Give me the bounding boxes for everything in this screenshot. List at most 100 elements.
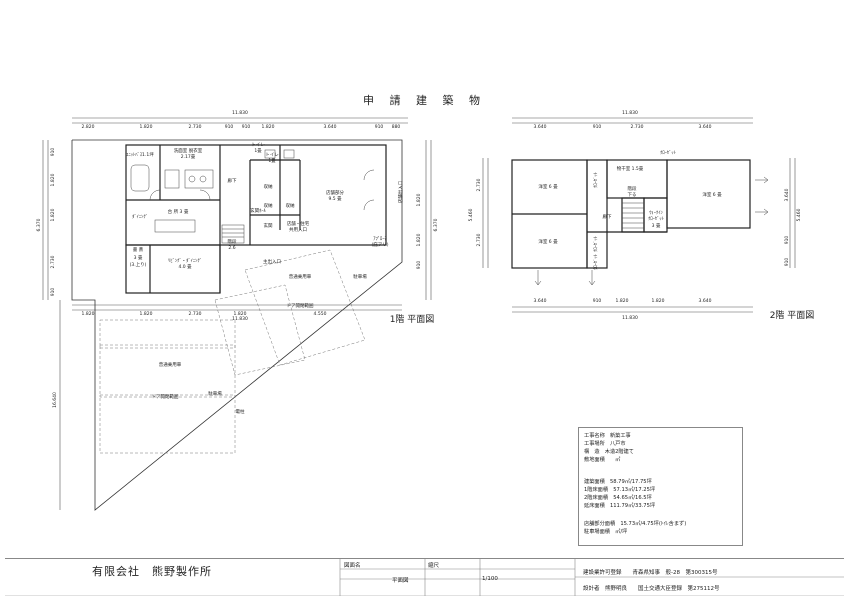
walkin-size: 3 畳 bbox=[652, 223, 661, 229]
parking2-label: 駐車場 bbox=[208, 390, 222, 397]
car1-outline bbox=[244, 249, 366, 366]
f2-top-dim: 2.730 bbox=[631, 124, 644, 130]
building-area: 建築面積 58.79㎡/17.75坪 bbox=[584, 479, 652, 485]
f2-corridor-label: 廊下 bbox=[603, 213, 612, 220]
shop-storage-label: 店舗・住宅 bbox=[287, 220, 310, 227]
car2-label: 普通乗用車 bbox=[159, 361, 182, 368]
storage2-label: 収納 bbox=[264, 202, 273, 209]
toilet1-size: 1畳 bbox=[254, 148, 262, 154]
f2-top-dim: 3.640 bbox=[699, 124, 712, 130]
kitchen-label: 台 所 3 畳 bbox=[168, 208, 189, 215]
f1-top-dim: 2.730 bbox=[189, 124, 202, 130]
f2-right-total: 5.460 bbox=[796, 208, 802, 221]
f2-left-total: 5.460 bbox=[468, 208, 474, 221]
study-label: 書 斎 bbox=[133, 246, 144, 253]
store-entrance-label: 店舗出入口 bbox=[397, 181, 404, 204]
f1-walls-main bbox=[125, 144, 387, 246]
scale-label: 縮尺 bbox=[428, 563, 440, 569]
f2-stairs-label: 階段 bbox=[628, 185, 637, 192]
floor2-label: 2階 平面図 bbox=[770, 310, 815, 321]
project-place: 工事場所 八戸市 bbox=[584, 441, 626, 447]
drawing-name: 平面図 bbox=[392, 578, 409, 584]
main-entrance-label: 主出入口 bbox=[263, 258, 281, 265]
car2-outline bbox=[99, 344, 236, 398]
pole-label: 電柱 bbox=[236, 408, 245, 415]
laundry-label: 物干室 1.5畳 bbox=[617, 165, 644, 172]
storage1-label: 収納 bbox=[264, 183, 273, 190]
floor1-area: 1階床面積 57.13㎡/17.25坪 bbox=[584, 487, 656, 493]
closet-c-label: ｸﾛｰｾﾞｯﾄ bbox=[592, 254, 599, 270]
western1-label: 洋室 6 畳 bbox=[538, 183, 558, 190]
f1-right-dim: 1.820 bbox=[416, 193, 422, 206]
closet-b-label: ｸﾛｰｾﾞｯﾄ bbox=[592, 236, 599, 252]
structure: 構 造 木造2階建て bbox=[584, 449, 634, 455]
toilet2-label: トイレ bbox=[265, 153, 279, 158]
f2-bottom-dim: 1.820 bbox=[616, 298, 629, 304]
lot-dim: 16.640 bbox=[52, 392, 58, 408]
car1-label: 普通乗用車 bbox=[289, 273, 312, 280]
f2-bottom-dim: 910 bbox=[593, 298, 602, 304]
f1-top-dim: 1.820 bbox=[262, 124, 275, 130]
f1-top-dim: 910 bbox=[242, 124, 251, 130]
closet-a-label: ｸﾛｰｾﾞｯﾄ bbox=[592, 172, 599, 188]
study-size: 3 畳 bbox=[134, 255, 143, 261]
f2-bottom-total: 11.830 bbox=[622, 315, 638, 321]
f1-top-dim: 910 bbox=[375, 124, 384, 130]
toilet1-label: トイレ bbox=[251, 143, 265, 148]
f1-stairs bbox=[221, 224, 245, 244]
shop-storage2-label: 共用入口 bbox=[289, 226, 307, 233]
walkin1-label: ｳｫｰｸｲﾝ bbox=[649, 210, 663, 216]
study-note: (3.上り) bbox=[130, 261, 147, 268]
door-range2 bbox=[99, 394, 236, 454]
f1-top-dim: 3.640 bbox=[324, 124, 337, 130]
western3-label: 洋室 6 畳 bbox=[702, 191, 722, 198]
parking-label: 駐車場 bbox=[353, 273, 367, 280]
f1-bottom-dim: 1.820 bbox=[234, 311, 247, 317]
washroom-label: 洗面室 脱衣室 bbox=[174, 147, 203, 154]
site-outline bbox=[71, 139, 403, 511]
f2-right-dim: 910 bbox=[784, 258, 790, 267]
f1-top-dim: 1.820 bbox=[140, 124, 153, 130]
f1-left-dim: 910 bbox=[50, 288, 56, 297]
f2-left-dim: 2.730 bbox=[476, 178, 482, 191]
f2-bottom-dim: 1.820 bbox=[652, 298, 665, 304]
kitchen-counter bbox=[184, 169, 214, 189]
unit-bath-label: ﾕﾆｯﾄﾊﾞｽ1.1坪 bbox=[126, 151, 154, 158]
door-range2-label: ドア開閉範囲 bbox=[152, 393, 179, 400]
shop-area: 店舗部分面積 15.73㎡/4.75坪(ﾄｲﾚ含まず) bbox=[584, 521, 687, 527]
f1-left-dim: 1.820 bbox=[50, 173, 56, 186]
site-area: 敷地面積 ㎡ bbox=[584, 457, 621, 463]
f1-right-total: 6.370 bbox=[433, 218, 439, 231]
f1-bottom-dim: 1.820 bbox=[82, 311, 95, 317]
toilet2-bowl bbox=[283, 149, 295, 159]
f1-left-dim: 2.730 bbox=[50, 255, 56, 268]
spec-box: 工事名称 新築工事 工事場所 八戸市 構 造 木造2階建て 敷地面積 ㎡ 建築面… bbox=[578, 427, 743, 546]
walkin2-label: ｸﾛｰｾﾞｯﾄ bbox=[648, 215, 664, 222]
living-label: ﾘﾋﾞﾝｸﾞ・ﾀﾞｲﾆﾝｸﾞ bbox=[168, 257, 202, 264]
toilet1-bowl bbox=[264, 149, 276, 159]
f2-right-dim: 3.640 bbox=[784, 188, 790, 201]
door-range1 bbox=[214, 284, 306, 376]
company-name: 有限会社 熊野製作所 bbox=[92, 565, 212, 578]
f1-right-dim: 1.820 bbox=[416, 233, 422, 246]
drawing-name-label: 図面名 bbox=[344, 563, 361, 569]
f2-left-dim: 2.730 bbox=[476, 233, 482, 246]
canopy-label: ｱﾌﾟﾛｰﾁ bbox=[373, 235, 387, 242]
floor2-area: 2階床面積 54.65㎡/16.5坪 bbox=[584, 495, 652, 501]
scale-value: 1/100 bbox=[482, 576, 498, 582]
f1-top-total: 11.830 bbox=[232, 110, 248, 116]
bathtub bbox=[130, 164, 150, 192]
entrance-label: 玄関 bbox=[264, 222, 273, 229]
western2-label: 洋室 6 畳 bbox=[538, 238, 558, 245]
designer-line: 設計者 熊野明良 国土交通大臣登録 第275112号 bbox=[583, 586, 720, 592]
kitchen-sink bbox=[154, 219, 196, 233]
floor1-label: 1階 平面図 bbox=[390, 314, 435, 325]
living-size: 4.0 畳 bbox=[178, 264, 192, 270]
f2-right-dim: 910 bbox=[784, 236, 790, 245]
washbasin bbox=[164, 169, 180, 189]
corridor-label: 廊下 bbox=[228, 177, 237, 184]
f1-stairs-label: 階段 bbox=[228, 238, 237, 245]
title-block-grid bbox=[5, 559, 844, 596]
title-block bbox=[5, 558, 844, 596]
f1-bottom-dim: 1.820 bbox=[140, 311, 153, 317]
